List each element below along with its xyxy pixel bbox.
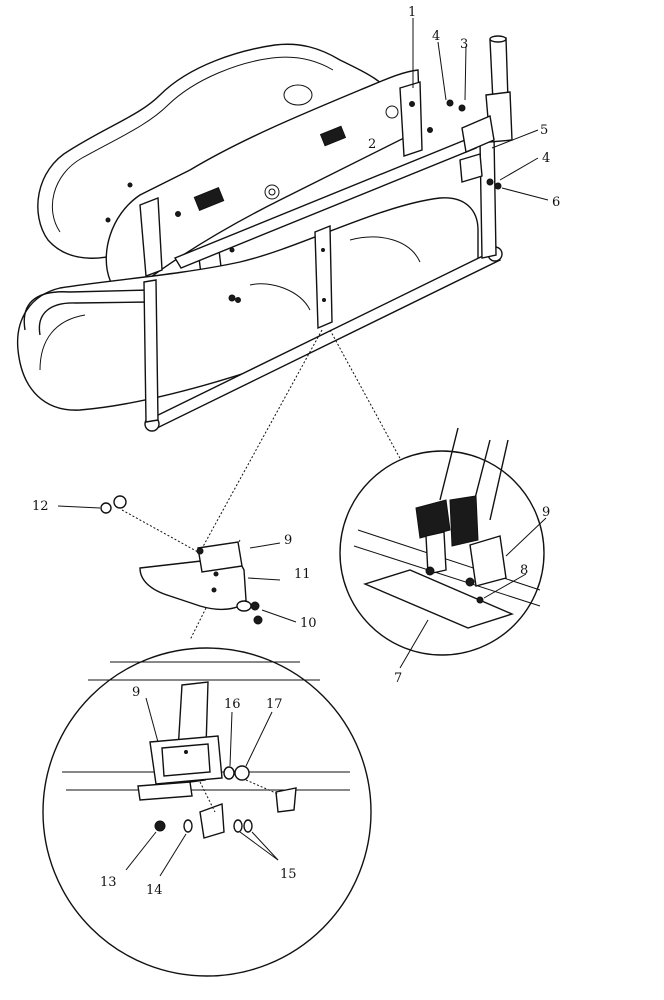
callout-9: 9 xyxy=(132,685,140,700)
detail-leader-lines xyxy=(189,329,403,641)
seatbelt-detail-circle xyxy=(339,427,547,669)
callout-14: 14 xyxy=(146,883,163,898)
callout-17: 17 xyxy=(266,697,283,712)
bracket-detail xyxy=(57,495,297,625)
callout-10: 10 xyxy=(300,616,317,631)
callout-12: 12 xyxy=(32,499,49,514)
callout-7: 7 xyxy=(394,671,402,686)
callout-4: 4 xyxy=(542,151,550,166)
callout-5: 5 xyxy=(540,123,548,138)
callout-3: 3 xyxy=(460,37,468,52)
callout-9: 9 xyxy=(542,505,550,520)
callout-labels: 1 2 3 4 5 4 6 12 9 11 10 9 8 7 9 16 17 1… xyxy=(32,5,560,898)
frame-assembly xyxy=(16,18,549,432)
callout-13: 13 xyxy=(100,875,117,890)
callout-16: 16 xyxy=(224,697,241,712)
callout-9: 9 xyxy=(284,533,292,548)
callout-8: 8 xyxy=(520,563,528,578)
callout-1: 1 xyxy=(408,5,416,20)
callout-6: 6 xyxy=(552,195,560,210)
callout-11: 11 xyxy=(294,567,311,582)
callout-2: 2 xyxy=(368,137,376,152)
callout-4: 4 xyxy=(432,29,440,44)
seat-back-assembly xyxy=(37,43,433,292)
mounting-detail-circle xyxy=(42,647,372,977)
callout-15: 15 xyxy=(280,867,297,882)
